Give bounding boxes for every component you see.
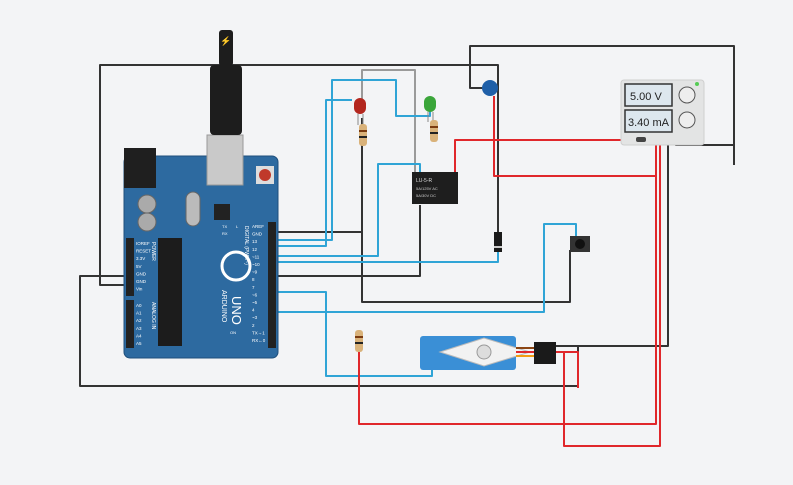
pin-label: 13 [252,239,258,244]
digital-label: DIGITAL (PWM~) [243,226,249,265]
pin-label: ~11 [252,254,260,259]
pin-label: RX←0 [252,338,266,343]
pin-label: ~10 [252,262,260,267]
pin-label: ~3 [252,315,258,320]
led-label: L [236,224,239,229]
pin-label: ~9 [252,270,258,275]
pin-label: 5V [136,264,142,269]
pin-label: ~6 [252,292,258,297]
usb-cable[interactable] [210,65,242,135]
wire-red-resistor[interactable] [358,140,657,425]
led-label: ON [230,330,236,335]
pin-label: 2 [252,323,255,328]
wire-blue-pin5[interactable] [270,223,577,313]
diode[interactable] [494,232,502,252]
relay-model: LU-5-R [416,178,433,184]
led-red[interactable] [354,98,366,125]
pin-label: ~5 [252,300,258,305]
resistor-servo[interactable] [355,330,363,352]
wire-blue-pin13[interactable] [270,79,431,241]
pin-label: 12 [252,247,258,252]
wire-red-relay[interactable] [454,139,660,172]
power-label: POWER [150,242,156,261]
pin-label: A2 [136,318,142,323]
lightning-icon: ⚡ [220,35,231,47]
pin-label: 8 [252,277,255,282]
pin-label: GND [136,271,147,276]
power-pin-labels: IOREF RESET 3.3V 5V GND GND Vin [136,241,151,292]
analog-label: ANALOG IN [150,302,156,330]
pin-label: IOREF [136,241,150,246]
current-display: 3.40 mA [628,117,670,129]
wire-black-relay[interactable] [270,205,421,277]
pin-label: TX→1 [252,330,265,335]
wire-black-top-loop[interactable] [99,64,499,286]
resistor-green-led[interactable] [430,120,438,142]
wire-black-supply-servo[interactable] [556,140,669,347]
voltage-knob[interactable] [678,86,696,104]
pin-label: 7 [252,285,255,290]
pin-label: A0 [136,303,142,308]
wire-blue-diode[interactable] [270,250,499,263]
digital-pin-labels: AREF GND 13 12 ~11 ~10 ~9 8 7 ~6 ~5 4 ~3 2TX→1RX←0 [252,224,266,343]
pin-label: 3.3V [136,256,145,261]
power-jack [124,148,156,188]
power-supply[interactable]: 5.00 V 3.40 mA [620,79,705,146]
wire-blue-pin11[interactable] [270,163,421,257]
pin-label: 4 [252,308,255,313]
pin-label: A5 [136,341,142,346]
relay[interactable]: LU-5-R 5A/125V AC 5A/30V DC [412,172,458,204]
pin-label: AREF [252,224,264,229]
wire-gray-led[interactable] [361,69,416,172]
pushbutton[interactable] [570,236,590,252]
pin-label: A1 [136,311,142,316]
wire-blue-pin6[interactable] [270,291,433,377]
led-label: TX [222,224,227,229]
current-knob[interactable] [678,111,696,129]
pin-label: A4 [136,333,142,338]
pin-label: RESET [136,249,151,254]
arduino-brand: ARDUINO [220,290,227,323]
board-led-labels: TX RX L ON [222,224,239,335]
pin-label: GND [252,232,263,237]
wire-red-servo[interactable] [556,140,661,447]
wire-black-gnd-button[interactable] [270,118,571,303]
arduino-model: UNO [229,296,244,325]
pin-label: A3 [136,326,142,331]
led-green[interactable] [424,96,436,122]
wire-blue-pin12[interactable] [270,99,352,247]
voltage-display: 5.00 V [630,91,662,103]
pin-label: Vin [136,287,143,292]
arduino-uno[interactable]: ⚡ ARDUINO UNO DIGITAL (PWM~) ANALOG IN P… [123,30,279,359]
relay-spec: 5A/30V DC [416,193,436,198]
led-label: RX [222,231,228,236]
capacitor[interactable] [482,80,498,96]
resistor-red-led[interactable] [359,124,367,146]
servo-motor[interactable] [420,336,556,370]
relay-spec: 5A/125V AC [416,186,438,191]
chip [158,238,182,346]
usb-port [206,134,244,186]
pin-label: GND [136,279,147,284]
